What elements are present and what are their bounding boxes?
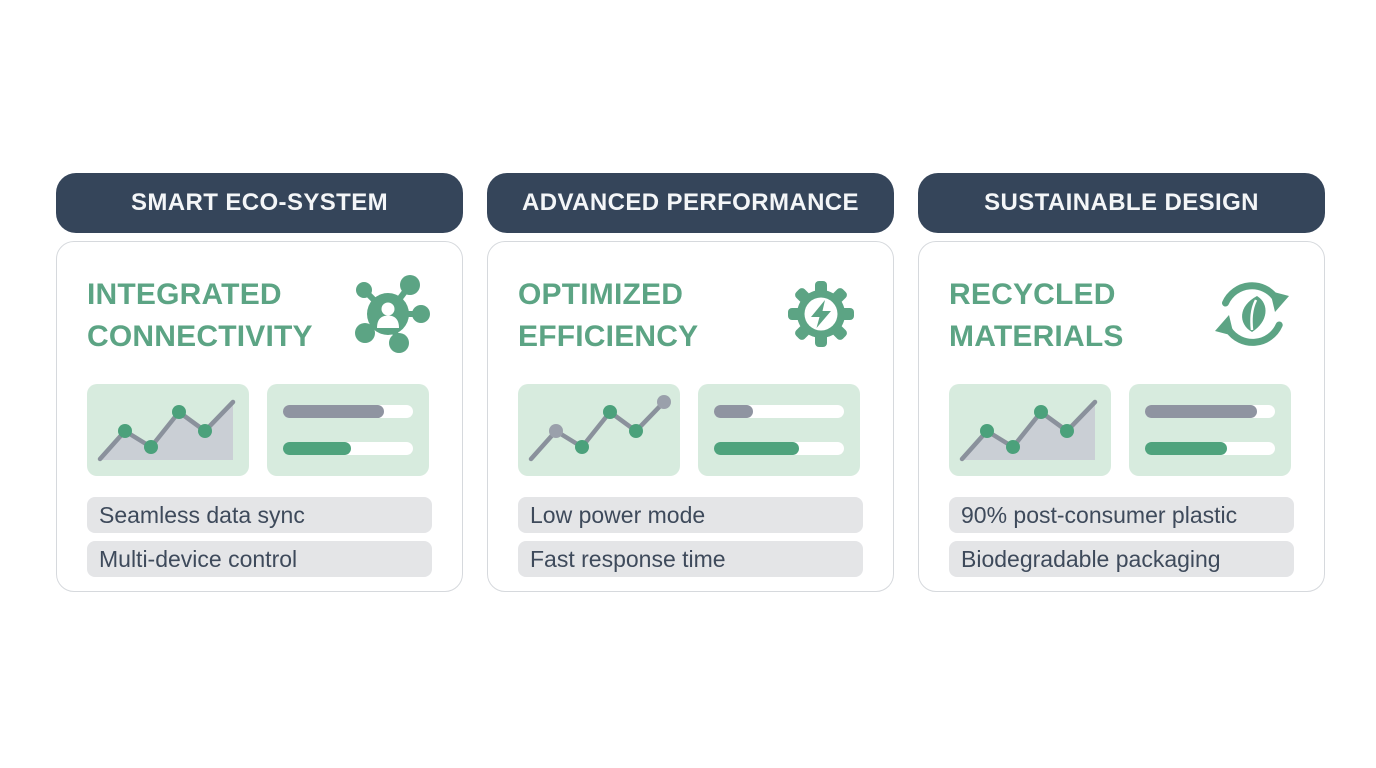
card-title: OPTIMIZED EFFICIENCY xyxy=(518,274,698,358)
sparkline-panel xyxy=(87,384,249,476)
progress-fill-gray xyxy=(714,405,753,418)
sparkline-panel xyxy=(949,384,1111,476)
data-dot xyxy=(1060,424,1074,438)
card-title-line: EFFICIENCY xyxy=(518,320,699,353)
feature-pill: 90% post-consumer plastic xyxy=(949,497,1294,533)
progress-fill-gray xyxy=(1145,405,1257,418)
data-dot xyxy=(172,405,186,419)
data-dot xyxy=(629,424,643,438)
card-title-row: RECYCLED MATERIALS xyxy=(949,274,1294,358)
progress-track xyxy=(714,442,844,455)
feature-label: Fast response time xyxy=(530,545,726,572)
progress-track xyxy=(283,405,413,418)
card-title: INTEGRATED CONNECTIVITY xyxy=(87,274,313,358)
category-header: ADVANCED PERFORMANCE xyxy=(487,173,894,233)
card-title-row: OPTIMIZED EFFICIENCY xyxy=(518,274,863,358)
progress-track xyxy=(1145,442,1275,455)
feature-pill: Biodegradable packaging xyxy=(949,541,1294,577)
lightning-bolt-glyph xyxy=(811,300,831,328)
sparkline-area-chart xyxy=(97,399,236,462)
data-dot xyxy=(575,440,589,454)
data-dot xyxy=(549,424,563,438)
category-header-label: SUSTAINABLE DESIGN xyxy=(984,189,1259,216)
data-dot xyxy=(980,424,994,438)
card-title-line: RECYCLED xyxy=(949,278,1116,311)
data-dot xyxy=(144,440,158,454)
category-header: SMART ECO-SYSTEM xyxy=(56,173,463,233)
progress-track xyxy=(714,405,844,418)
card-title-line: INTEGRATED xyxy=(87,278,282,311)
feature-card: INTEGRATED CONNECTIVITY xyxy=(56,241,463,592)
thumbnails-row xyxy=(949,384,1294,476)
data-dot xyxy=(198,424,212,438)
progress-track xyxy=(283,442,413,455)
progress-panel xyxy=(267,384,429,476)
progress-track xyxy=(1145,405,1275,418)
feature-label: Seamless data sync xyxy=(99,501,305,528)
data-dot xyxy=(118,424,132,438)
feature-list: Low power mode Fast response time xyxy=(518,497,863,577)
feature-pill: Multi-device control xyxy=(87,541,432,577)
feature-label: Multi-device control xyxy=(99,545,298,572)
card-title-row: INTEGRATED CONNECTIVITY xyxy=(87,274,432,358)
progress-fill-green xyxy=(1145,442,1227,455)
data-dot xyxy=(1034,405,1048,419)
feature-card: OPTIMIZED EFFICIENCY xyxy=(487,241,894,592)
feature-list: 90% post-consumer plastic Biodegradable … xyxy=(949,497,1294,577)
progress-panel xyxy=(698,384,860,476)
network-hub-icon xyxy=(355,275,430,353)
feature-label: 90% post-consumer plastic xyxy=(961,501,1238,528)
feature-pill: Seamless data sync xyxy=(87,497,432,533)
progress-fill-green xyxy=(714,442,799,455)
category-header-label: SMART ECO-SYSTEM xyxy=(130,189,389,216)
feature-pill: Fast response time xyxy=(518,541,863,577)
sparkline-area-chart xyxy=(959,399,1098,462)
card-title: RECYCLED MATERIALS xyxy=(949,274,1124,358)
feature-pill: Low power mode xyxy=(518,497,863,533)
sparkline-line-chart xyxy=(528,395,671,462)
card-title-line: MATERIALS xyxy=(949,320,1124,353)
category-header-label: ADVANCED PERFORMANCE xyxy=(522,189,859,216)
feature-label: Low power mode xyxy=(530,501,706,528)
recycle-leaf-icon xyxy=(1215,282,1289,346)
progress-fill-gray xyxy=(283,405,385,418)
data-dot xyxy=(1006,440,1020,454)
card-title-line: CONNECTIVITY xyxy=(87,320,313,353)
feature-label: Biodegradable packaging xyxy=(961,545,1221,572)
card-title-line: OPTIMIZED xyxy=(518,278,684,311)
column-smart-eco-system: SMART ECO-SYSTEM INTEGRATED CONNECTIVITY xyxy=(56,173,463,592)
progress-panel xyxy=(1129,384,1291,476)
feature-list: Seamless data sync Multi-device control xyxy=(87,497,432,577)
feature-comparison-board: SMART ECO-SYSTEM INTEGRATED CONNECTIVITY xyxy=(56,173,1325,592)
thumbnails-row xyxy=(518,384,863,476)
category-header: SUSTAINABLE DESIGN xyxy=(918,173,1325,233)
gear-bolt-icon xyxy=(788,281,854,347)
progress-fill-green xyxy=(283,442,351,455)
sparkline-panel xyxy=(518,384,680,476)
column-sustainable-design: SUSTAINABLE DESIGN RECYCLED MATERIALS xyxy=(918,173,1325,592)
feature-card: RECYCLED MATERIALS xyxy=(918,241,1325,592)
data-dot xyxy=(657,395,671,409)
data-dot xyxy=(603,405,617,419)
column-advanced-performance: ADVANCED PERFORMANCE OPTIMIZED EFFICIENC… xyxy=(487,173,894,592)
thumbnails-row xyxy=(87,384,432,476)
